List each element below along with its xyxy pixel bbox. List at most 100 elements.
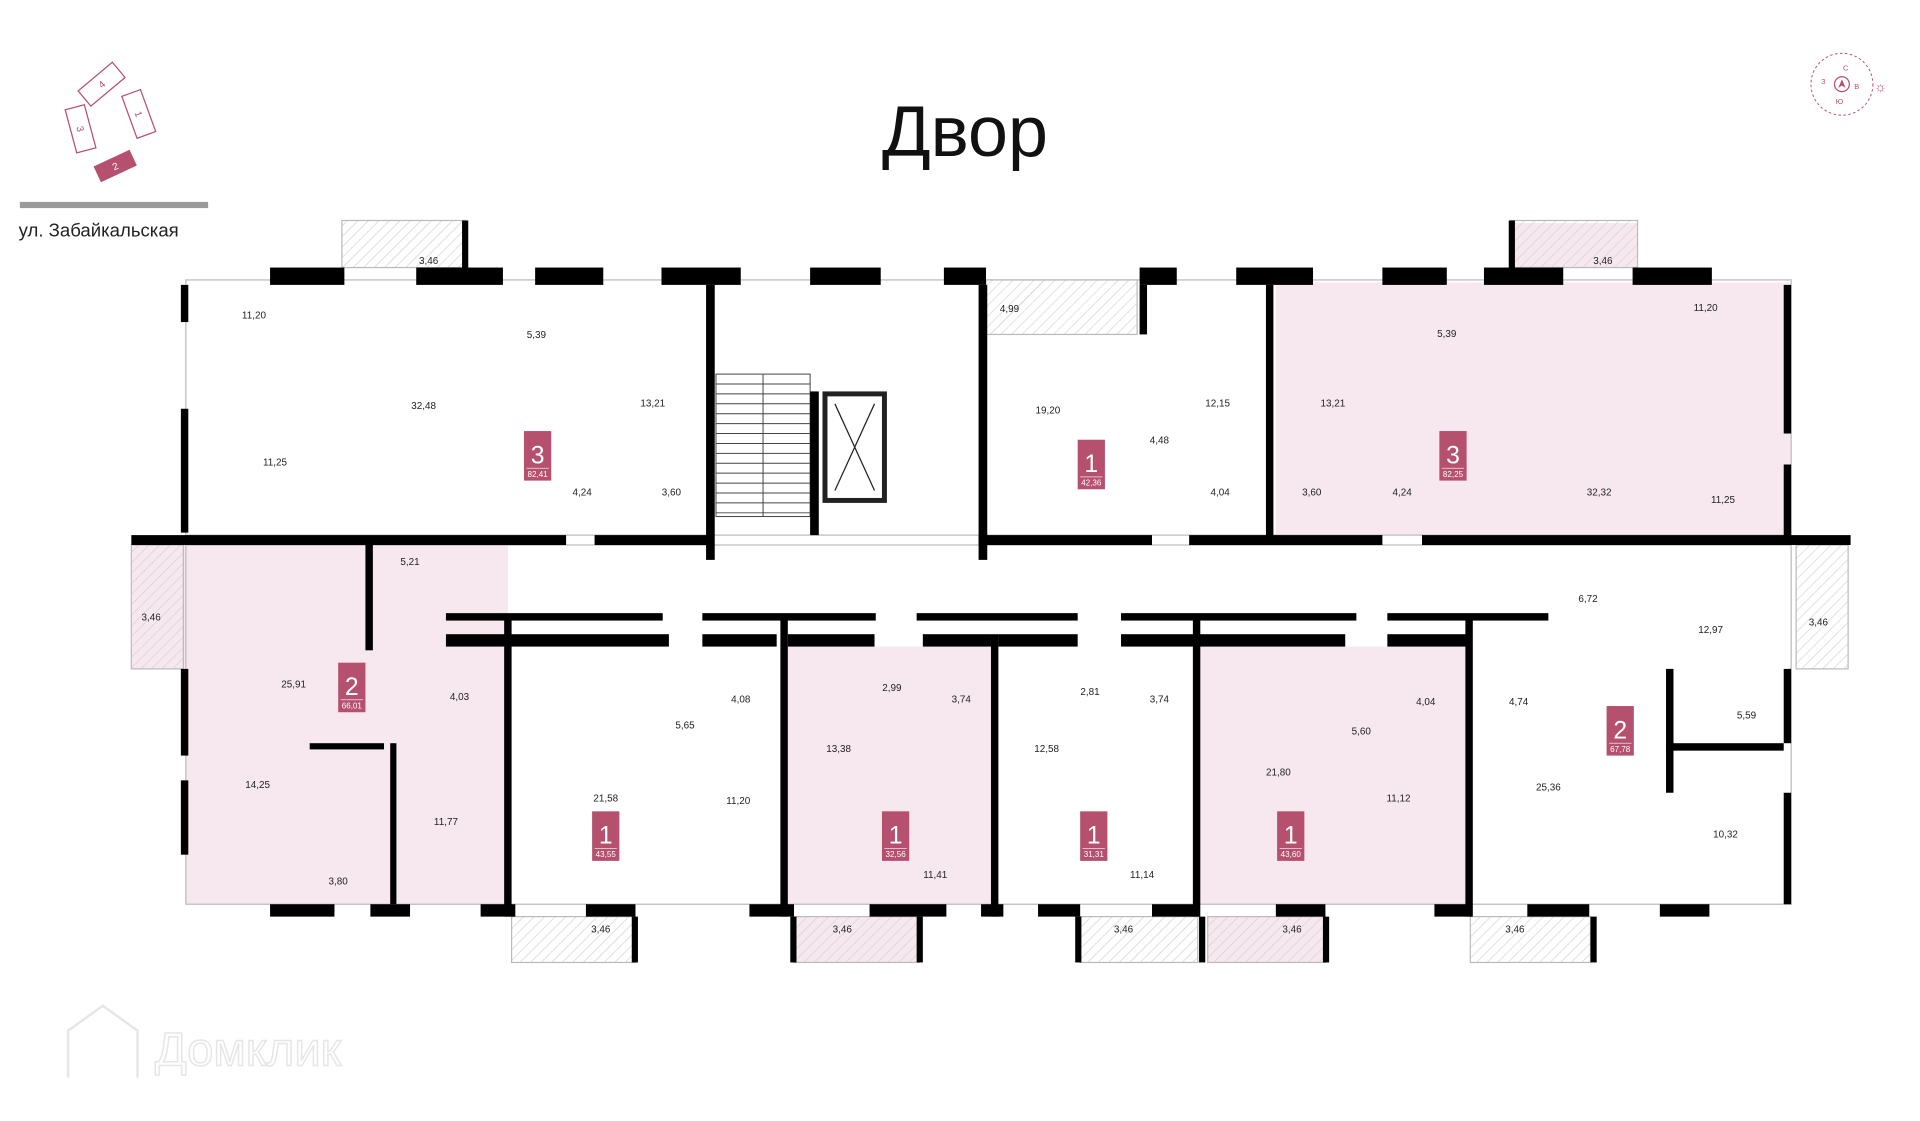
wall: [1632, 267, 1712, 285]
wall: [1387, 613, 1549, 621]
badge-background: [881, 811, 910, 861]
wall: [416, 267, 503, 285]
wall: [922, 634, 991, 647]
apartment-rooms: 3: [1446, 442, 1460, 469]
room-area-label: 5,39: [527, 330, 547, 341]
wall: [943, 267, 987, 285]
apartment-rooms: 3: [531, 442, 545, 469]
wall: [978, 535, 1152, 546]
room-area-label: 12,97: [1698, 625, 1723, 636]
section-2-selected: 2: [93, 149, 137, 183]
room-area-label: 3,46: [1114, 925, 1134, 936]
wall: [780, 619, 788, 917]
apartment-rooms: 1: [1087, 823, 1101, 850]
room-area-label: 4,74: [1509, 697, 1529, 708]
wall: [1387, 634, 1468, 647]
watermark: Домклик: [155, 1022, 342, 1075]
room-area-label: 11,77: [434, 817, 458, 828]
apartment-rooms: 2: [1613, 717, 1627, 744]
street-line: [19, 201, 209, 209]
apartment-badge[interactable]: 382,25: [1439, 431, 1467, 481]
badge-background: [1439, 431, 1467, 481]
sun-icon: ☼: [1874, 80, 1886, 95]
room-area-label: 21,58: [593, 793, 618, 804]
room-area-label: 12,58: [1034, 744, 1059, 755]
room-area-label: 3,60: [1302, 487, 1322, 498]
wall: [1783, 792, 1792, 905]
wall: [309, 743, 385, 750]
room-area-label: 3,46: [1505, 925, 1525, 936]
wall: [981, 904, 1004, 917]
watermark-house-icon: [66, 1004, 139, 1078]
page-title: Двор: [882, 92, 1048, 172]
wall: [180, 780, 189, 855]
wall: [462, 220, 469, 271]
apartment-area: 82,25: [1443, 470, 1464, 479]
apartment-badge[interactable]: 132,56: [881, 811, 910, 861]
wall: [631, 916, 638, 963]
wall: [270, 904, 335, 917]
room-area-label: 11,20: [726, 796, 751, 807]
compass-south: Ю: [1836, 97, 1844, 106]
wall: [445, 613, 663, 621]
apartment-badge[interactable]: 266,01: [338, 662, 366, 713]
room-area-label: 2,81: [1080, 687, 1100, 698]
wall: [1783, 464, 1792, 539]
apartment-badge[interactable]: 143,60: [1277, 811, 1305, 861]
wall: [1783, 284, 1792, 434]
room-area-label: 4,04: [1416, 697, 1436, 708]
apartment-badge[interactable]: 382,41: [523, 431, 552, 481]
apartment-area: 67,78: [1610, 745, 1631, 754]
room-area-label: 13,21: [640, 398, 665, 409]
section-1: 1: [121, 88, 157, 140]
room-area-label: 11,20: [242, 310, 267, 321]
room-area-label: 14,25: [245, 780, 270, 791]
wall: [1265, 284, 1274, 538]
wall: [180, 668, 189, 756]
room-area-label: 3,60: [662, 487, 682, 498]
room-area-label: 21,80: [1266, 767, 1291, 778]
room-area-label: 4,24: [573, 487, 593, 498]
wall: [270, 267, 345, 285]
compass: С В Ю З ☼: [1810, 52, 1887, 116]
wall: [1196, 634, 1346, 647]
wall: [180, 284, 189, 323]
highlighted-areas: [131, 222, 1792, 963]
badge-background: [1277, 811, 1305, 861]
wall: [787, 634, 875, 647]
wall: [702, 634, 777, 647]
walls: [131, 220, 1851, 963]
compass-north: С: [1843, 64, 1849, 73]
room-area-label: 3,46: [591, 925, 611, 936]
apartment-badge[interactable]: 267,78: [1606, 706, 1634, 756]
badge-background: [1606, 706, 1634, 756]
wall: [1236, 267, 1314, 285]
room-area-label: 11,20: [1694, 303, 1719, 314]
wall: [749, 904, 795, 917]
apartment-area: 82,41: [528, 470, 549, 479]
wall: [1783, 668, 1792, 744]
compass-east: В: [1854, 82, 1859, 91]
apartment-area: 31,31: [1084, 850, 1105, 859]
wall: [990, 634, 999, 917]
room-area-label: 3,74: [1150, 694, 1170, 705]
room-area-label: 4,99: [1000, 304, 1020, 315]
wall: [790, 916, 797, 963]
wall: [1527, 904, 1590, 917]
apartment-badge[interactable]: 142,36: [1077, 439, 1105, 490]
wall: [1434, 904, 1472, 917]
wall: [916, 916, 923, 963]
wall: [1189, 535, 1383, 546]
wall: [661, 267, 741, 285]
room-area-label: 3,46: [419, 256, 439, 267]
apartment-badge[interactable]: 143,55: [592, 811, 620, 861]
wall: [1199, 916, 1206, 963]
apartment-area: 42,36: [1081, 479, 1102, 488]
wall: [480, 904, 516, 917]
room-area-label: 3,80: [329, 876, 349, 887]
wall: [810, 391, 819, 536]
apartment-badge[interactable]: 131,31: [1080, 811, 1108, 861]
room-area-label: 4,08: [731, 694, 751, 705]
